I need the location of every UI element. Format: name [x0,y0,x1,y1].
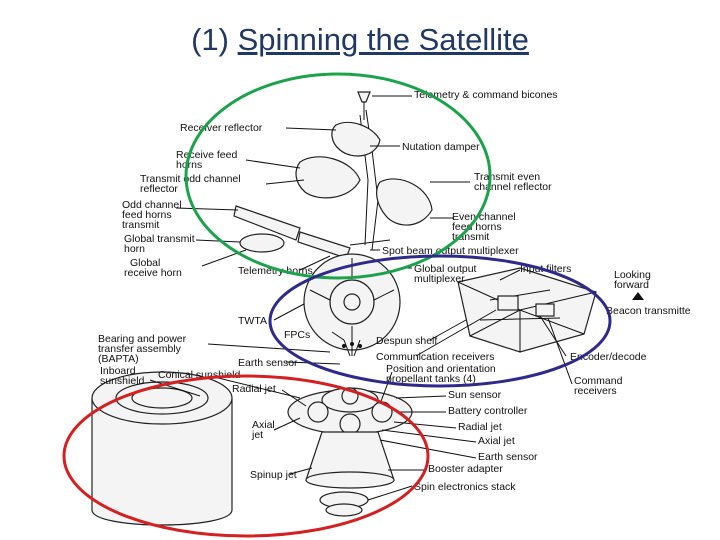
spinning-assembly [91,371,413,526]
label-receive-feed-2: horns [176,159,202,171]
command-receiver-box [535,303,555,317]
label-even-feed-1: Even channel [452,211,516,223]
label-looking-2: forward [614,279,649,291]
label-transmit-odd-2: reflector [140,183,178,195]
label-global-output-1: Global output [414,263,477,275]
label-battery: Battery controller [448,405,528,417]
label-booster: Booster adapter [428,463,503,475]
telemetry-horn-part [297,231,351,259]
label-transmit-odd-1: Transmit odd channel [140,173,241,185]
label-odd-feed-3: transmit [122,219,159,231]
label-bapta-3: (BAPTA) [98,353,139,365]
comm-receiver-box [497,295,519,311]
label-global-receive-2: receive horn [124,267,182,279]
label-earth-sensor-top: Earth sensor [238,357,298,369]
label-nutation-damper: Nutation damper [402,141,480,153]
label-odd-feed-1: Odd channel [122,199,182,211]
label-axial-1: Axial [252,419,275,431]
label-receiver-reflector: Receiver reflector [180,122,263,134]
label-global-receive-1: Global [130,257,160,269]
label-global-transmit-1: Global transmit [124,233,195,245]
spinning-highlight-ellipse [62,374,430,538]
label-earth-sensor-bottom: Earth sensor [478,451,538,463]
bicone-part [357,91,371,103]
receive-reflector-part [331,121,381,157]
label-despun-shelf: Despun shelf [376,335,437,347]
label-looking-1: Looking [614,269,651,281]
label-radial-jet-left: Radial jet [232,383,276,395]
label-inboard-1: Inboard [100,365,136,377]
label-command-2: receivers [574,385,617,397]
global-transmit-horn-part [239,233,285,253]
label-fpcs: FPCs [284,329,310,341]
odd-feed-horn-part [233,205,301,241]
title-number: (1) [191,22,229,57]
label-global-transmit-2: horn [124,243,145,255]
label-twta: TWTA [238,315,267,327]
label-transmit-even-2: channel reflector [474,181,552,193]
antenna-highlight-ellipse [184,72,492,280]
label-position-2: propellant tanks (4) [386,373,476,385]
label-beacon: Beacon transmitte [606,305,691,317]
label-bapta-2: transfer assembly [98,343,182,355]
forward-arrow-icon [632,292,644,300]
label-axial-2: jet [251,429,263,441]
label-bapta-1: Bearing and power [98,333,187,345]
label-odd-feed-2: feed horns [122,209,172,221]
antenna-assembly [233,91,433,259]
label-even-feed-2: feed horns [452,221,502,233]
title-text: Spinning the Satellite [237,22,529,57]
label-telemetry-bicones: Telemetry & command bicones [414,89,558,101]
label-spinup: Spinup jet [250,469,297,481]
label-inboard-2: sunshield [100,375,145,387]
label-comm-receivers: Communication receivers [376,351,494,363]
label-sun-sensor: Sun sensor [448,389,502,401]
label-axial-jet-right: Axial jet [478,435,515,447]
label-position-1: Position and orientation [386,363,496,375]
diagram-labels: Telemetry & command bicones Receiver ref… [98,89,691,493]
label-spot-beam: Spot beam output multiplexer [382,245,519,257]
label-global-output-2: multiplexer [414,273,465,285]
despun-highlight-ellipse [268,254,612,388]
label-command-1: Command [574,375,623,387]
odd-reflector-part [295,156,361,199]
solar-drum-part [91,398,233,526]
label-radial-jet-right: Radial jet [458,421,502,433]
label-spin-electronics: Spin electronics stack [414,481,516,493]
even-reflector-part [376,178,433,226]
slide-title: (1) Spinning the Satellite [0,22,720,58]
